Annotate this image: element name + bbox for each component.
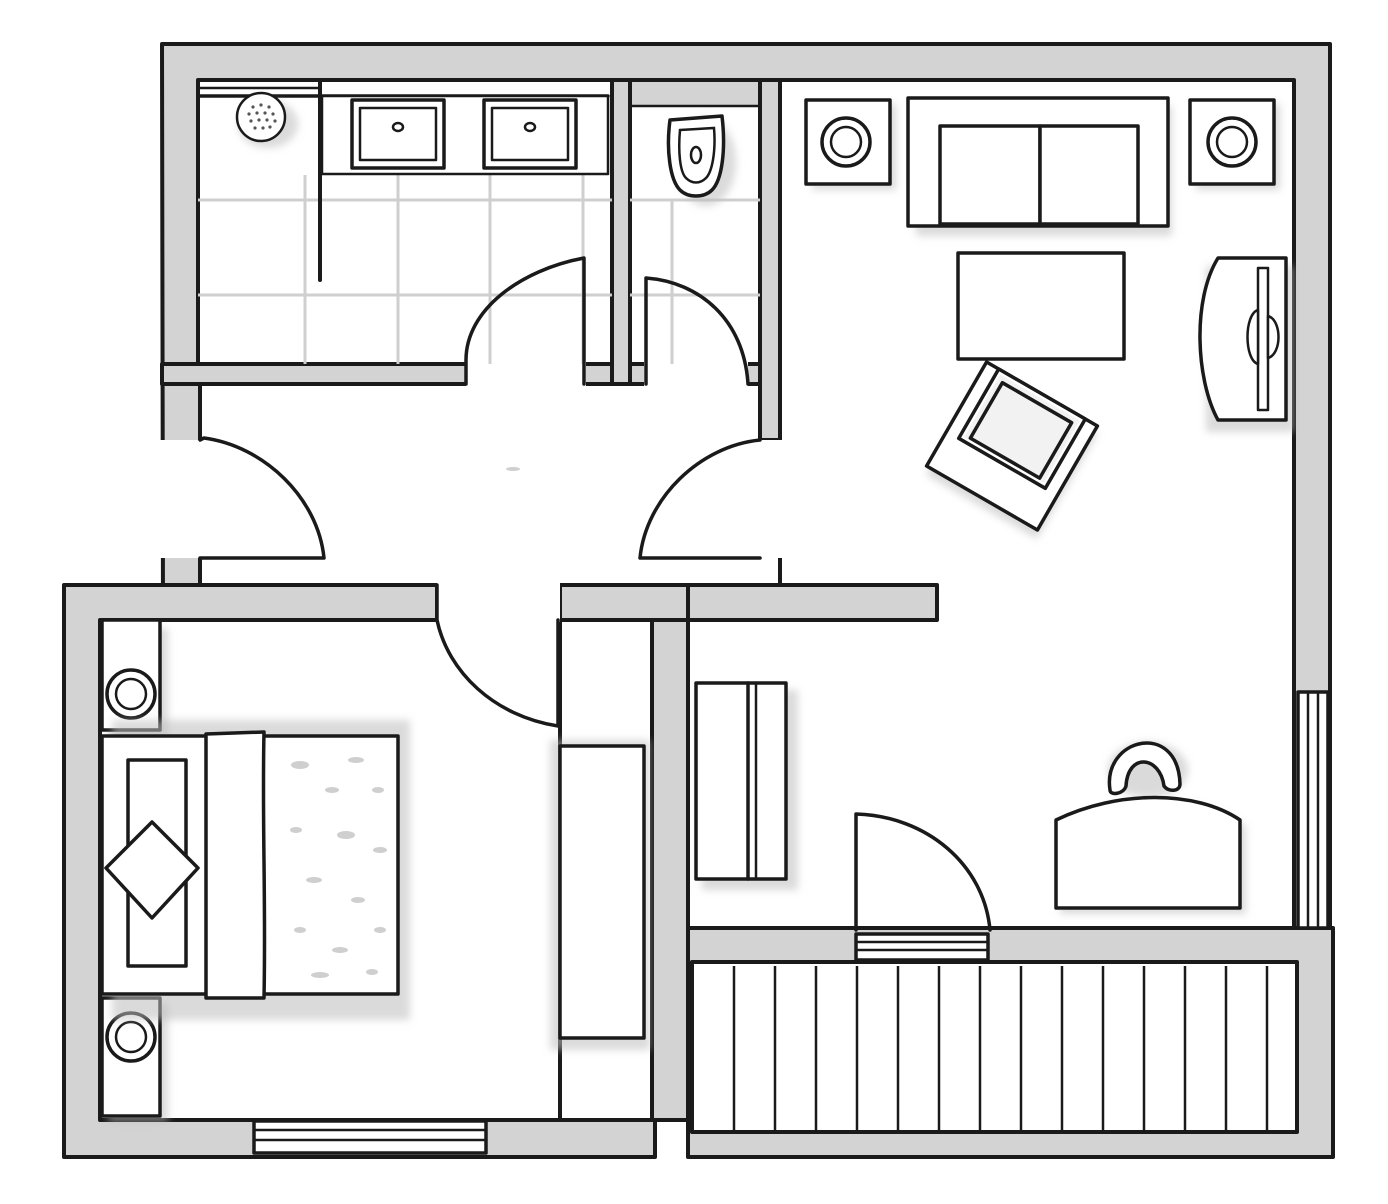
balcony-door-sill bbox=[854, 932, 990, 962]
balcony bbox=[690, 960, 1299, 1134]
sofa-icon bbox=[906, 96, 1170, 228]
double-bed-icon bbox=[100, 730, 400, 1000]
living-room-door bbox=[638, 438, 762, 560]
wardrobe-icon bbox=[558, 744, 646, 1040]
cabinet-icon bbox=[694, 681, 788, 881]
door-gap-toilet bbox=[644, 362, 748, 386]
toilet-room bbox=[632, 82, 758, 386]
wall-bath-toilet bbox=[610, 78, 632, 386]
side-table-lamp-icon bbox=[804, 98, 896, 190]
railing-icon bbox=[690, 960, 1299, 1134]
toilet-icon bbox=[666, 114, 726, 198]
coffee-table-icon bbox=[956, 251, 1126, 361]
door-gap-living bbox=[756, 440, 784, 558]
armchair-icon bbox=[924, 360, 1100, 539]
toilet-door bbox=[644, 276, 750, 386]
living-room bbox=[804, 96, 1330, 930]
toilet-tank-wall bbox=[632, 82, 758, 106]
bathroom-door bbox=[464, 256, 586, 386]
balcony-floor bbox=[690, 960, 1299, 1134]
hallway-floor bbox=[198, 382, 782, 587]
double-sink-icon bbox=[350, 98, 578, 170]
shower-head-icon bbox=[235, 91, 287, 143]
tv-console-icon bbox=[1198, 256, 1288, 422]
side-table-lamp-icon bbox=[1188, 98, 1280, 190]
door-gap-entry bbox=[160, 440, 204, 558]
desk-chair-icon bbox=[1107, 741, 1182, 796]
entry-door bbox=[198, 436, 326, 560]
wall-bedroom-east bbox=[650, 618, 690, 1122]
door-gap-bedroom bbox=[437, 582, 560, 622]
wall-toilet-living bbox=[758, 78, 782, 442]
window-living-east bbox=[1296, 690, 1330, 930]
bedroom bbox=[100, 618, 650, 1155]
study-door bbox=[854, 812, 992, 932]
window-bedroom-south bbox=[252, 1119, 488, 1155]
bedroom-door bbox=[435, 583, 560, 728]
study bbox=[694, 681, 1246, 962]
wall-living-study-partition bbox=[686, 583, 939, 622]
door-gap-bathroom bbox=[466, 362, 586, 386]
desk-icon bbox=[1054, 795, 1242, 910]
nightstand-lamp-icon bbox=[100, 618, 168, 738]
bathroom bbox=[198, 78, 760, 386]
